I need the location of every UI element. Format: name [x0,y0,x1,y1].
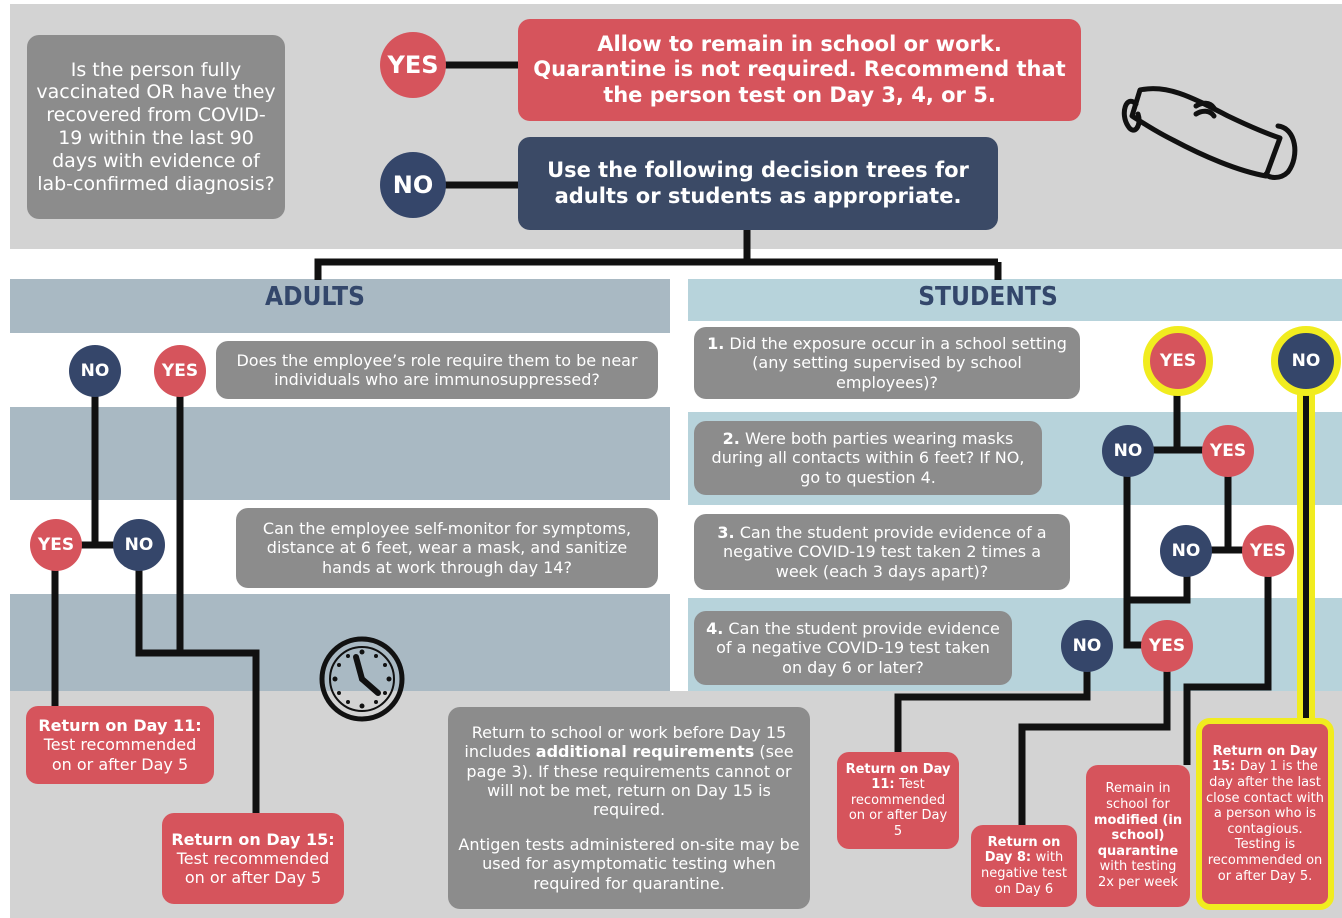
students-day8-title: Return on Day 8: [984,834,1061,866]
students-q4-no-circle: NO [1061,620,1113,672]
intro-yes-circle: YES [380,32,446,98]
requirements-note-p1: Return to school or work before Day 15 i… [464,723,794,819]
students-q2-yes-circle: YES [1202,425,1254,477]
students-q3-question: 3. Can the student provide evidence of a… [694,514,1070,590]
students-q4-text: Can the student provide evidence of a ne… [716,619,1000,677]
intro-question: Is the person fully vaccinated OR have t… [27,35,285,219]
adults-return-day15: Return on Day 15:Test recommended on or … [162,813,344,904]
adults-q2-no-label: NO [124,535,154,555]
adults-q2-question: Can the employee self-monitor for sympto… [236,508,658,588]
students-q3-text: Can the student provide evidence of a ne… [722,523,1047,581]
students-q1-no-circle: NO [1271,326,1341,396]
adults-q2-yes-circle: YES [30,519,82,571]
students-q3-no-circle: NO [1160,525,1212,577]
intro-no-result-text: Use the following decision trees for adu… [547,158,969,208]
students-title: STUDENTS [918,282,1058,312]
adults-day11-text: Test recommended on or after Day 5 [43,735,197,774]
students-q4-no-label: NO [1072,636,1102,656]
adults-title: ADULTS [265,282,365,312]
adults-q2-text: Can the employee self-monitor for sympto… [262,519,632,577]
students-day15-title: Return on Day 15: [1212,743,1318,775]
students-q1-yes-circle: YES [1143,326,1213,396]
intro-yes-result-text: Allow to remain in school or work. Quara… [533,32,1066,107]
adults-day15-text: Test recommended on or after Day 5 [176,848,330,888]
students-day15-text: Day 1 is the day after the last close co… [1206,759,1324,884]
adults-band-4 [10,594,670,691]
students-day11-title: Return on Day 11: [845,761,951,793]
students-q2-no-circle: NO [1102,425,1154,477]
students-q2-text: Were both parties wearing masks during a… [711,429,1025,487]
adults-day11-title: Return on Day 11: [38,716,202,736]
adults-q1-text: Does the employee’s role require them to… [236,350,638,389]
intro-question-text: Is the person fully vaccinated OR have t… [36,58,276,195]
students-return-day15: Return on Day 15: Day 1 is the day after… [1196,718,1334,910]
intro-no-circle: NO [380,152,446,218]
students-q4-yes-circle: YES [1141,620,1193,672]
adults-q1-yes-label: YES [161,361,199,381]
intro-no-label: NO [392,171,434,199]
students-q3-yes-label: YES [1249,541,1287,561]
requirements-note: Return to school or work before Day 15 i… [448,707,810,909]
intro-yes-label: YES [387,51,439,79]
intro-yes-result: Allow to remain in school or work. Quara… [518,19,1081,121]
clock-icon [319,636,405,722]
adults-q1-question: Does the employee’s role require them to… [216,341,658,399]
adults-day15-title: Return on Day 15: [171,829,335,849]
adults-q2-no-circle: NO [113,519,165,571]
adults-q1-no-label: NO [80,361,110,381]
adults-header-band [10,279,670,333]
face-mask-icon [1121,86,1298,180]
students-return-day11: Return on Day 11: Test recommended on or… [837,752,959,849]
students-q2-yes-label: YES [1209,441,1247,461]
students-q1-yes-label: YES [1159,351,1197,371]
requirements-note-p2: Antigen tests administered on-site may b… [458,835,800,893]
students-header-band [688,279,1342,321]
adults-q1-no-circle: NO [69,345,121,397]
intro-no-result: Use the following decision trees for adu… [518,137,998,230]
adults-band-2 [10,407,670,500]
adults-return-day11: Return on Day 11:Test recommended on or … [26,706,214,784]
adults-q2-yes-label: YES [37,535,75,555]
students-q2-question: 2. Were both parties wearing masks durin… [694,421,1042,495]
students-day8-text: with negative test on Day 6 [981,850,1067,897]
students-q1-question: 1. Did the exposure occur in a school se… [694,327,1080,399]
students-q1-no-label: NO [1291,351,1321,371]
students-q1-text: Did the exposure occur in a school setti… [729,334,1067,392]
students-q4-yes-label: YES [1148,636,1186,656]
students-remain-modified-quarantine: Remain in school for modified (in school… [1086,765,1190,907]
students-q4-question: 4. Can the student provide evidence of a… [694,611,1012,685]
students-q2-no-label: NO [1113,441,1143,461]
students-q3-yes-circle: YES [1242,525,1294,577]
students-q3-no-label: NO [1171,541,1201,561]
students-return-day8: Return on Day 8: with negative test on D… [971,825,1077,907]
students-day11-text: Test recommended on or after Day 5 [848,777,948,839]
adults-q1-yes-circle: YES [154,345,206,397]
